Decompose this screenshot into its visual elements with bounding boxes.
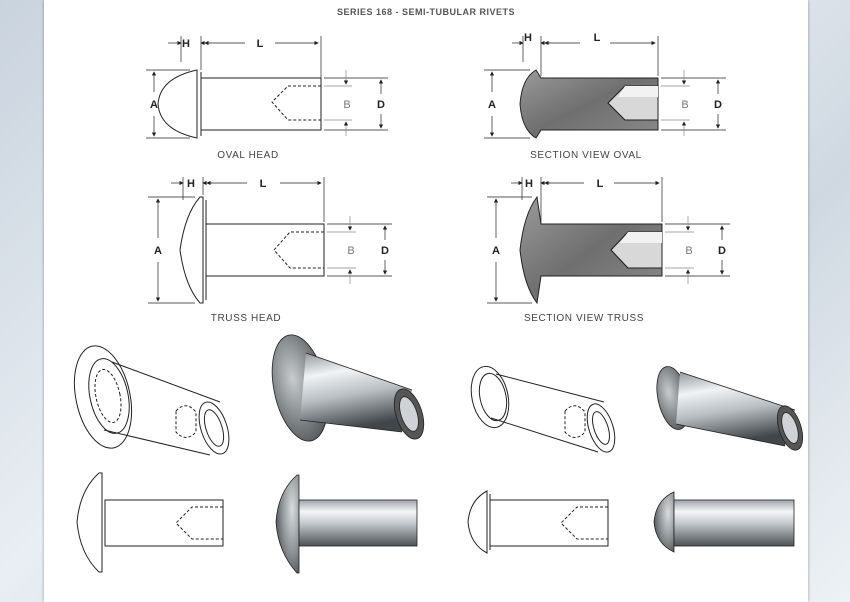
iso-wireframe-oval	[470, 365, 616, 453]
iso-shaded-truss	[271, 334, 425, 442]
dim-l-label: L	[257, 38, 264, 50]
iso-shaded-oval	[656, 366, 804, 451]
dim-h-label: H	[525, 178, 533, 190]
dim-d-label: D	[377, 99, 385, 111]
side-shaded-oval	[653, 491, 795, 553]
dim-a-label: A	[154, 245, 162, 257]
sheet-title: SERIES 168 - SEMI-TUBULAR RIVETS	[336, 7, 516, 17]
dim-b-label: B	[343, 99, 350, 111]
dim-h-label: H	[182, 38, 190, 50]
dim-a-label: A	[488, 99, 496, 111]
dim-l-label: L	[597, 178, 604, 190]
truss-head-view	[148, 177, 392, 304]
dim-d-label: D	[714, 99, 722, 111]
iso-wireframe-truss	[73, 345, 230, 456]
dim-a-label: A	[150, 99, 158, 111]
section-oval-view	[484, 36, 726, 139]
dim-l-label: L	[260, 178, 267, 190]
dim-a-label: A	[492, 245, 500, 257]
side-shaded-truss	[275, 474, 418, 574]
caption-section-oval: SECTION VIEW OVAL	[530, 150, 642, 161]
dim-l-label: L	[594, 32, 601, 44]
dim-b-label: B	[685, 245, 692, 257]
caption-section-truss: SECTION VIEW TRUSS	[524, 313, 644, 324]
dim-d-label: D	[718, 245, 726, 257]
dim-d-label: D	[381, 245, 389, 257]
caption-oval-head: OVAL HEAD	[217, 150, 279, 161]
section-truss-view	[487, 177, 730, 305]
side-wireframe-truss	[76, 472, 224, 573]
dim-b-label: B	[681, 99, 688, 111]
caption-truss-head: TRUSS HEAD	[211, 313, 281, 324]
dim-h-label: H	[187, 178, 195, 190]
side-wireframe-oval	[467, 490, 609, 554]
dim-h-label: H	[524, 32, 532, 44]
oval-head-view	[146, 36, 388, 139]
dim-b-label: B	[347, 245, 354, 257]
